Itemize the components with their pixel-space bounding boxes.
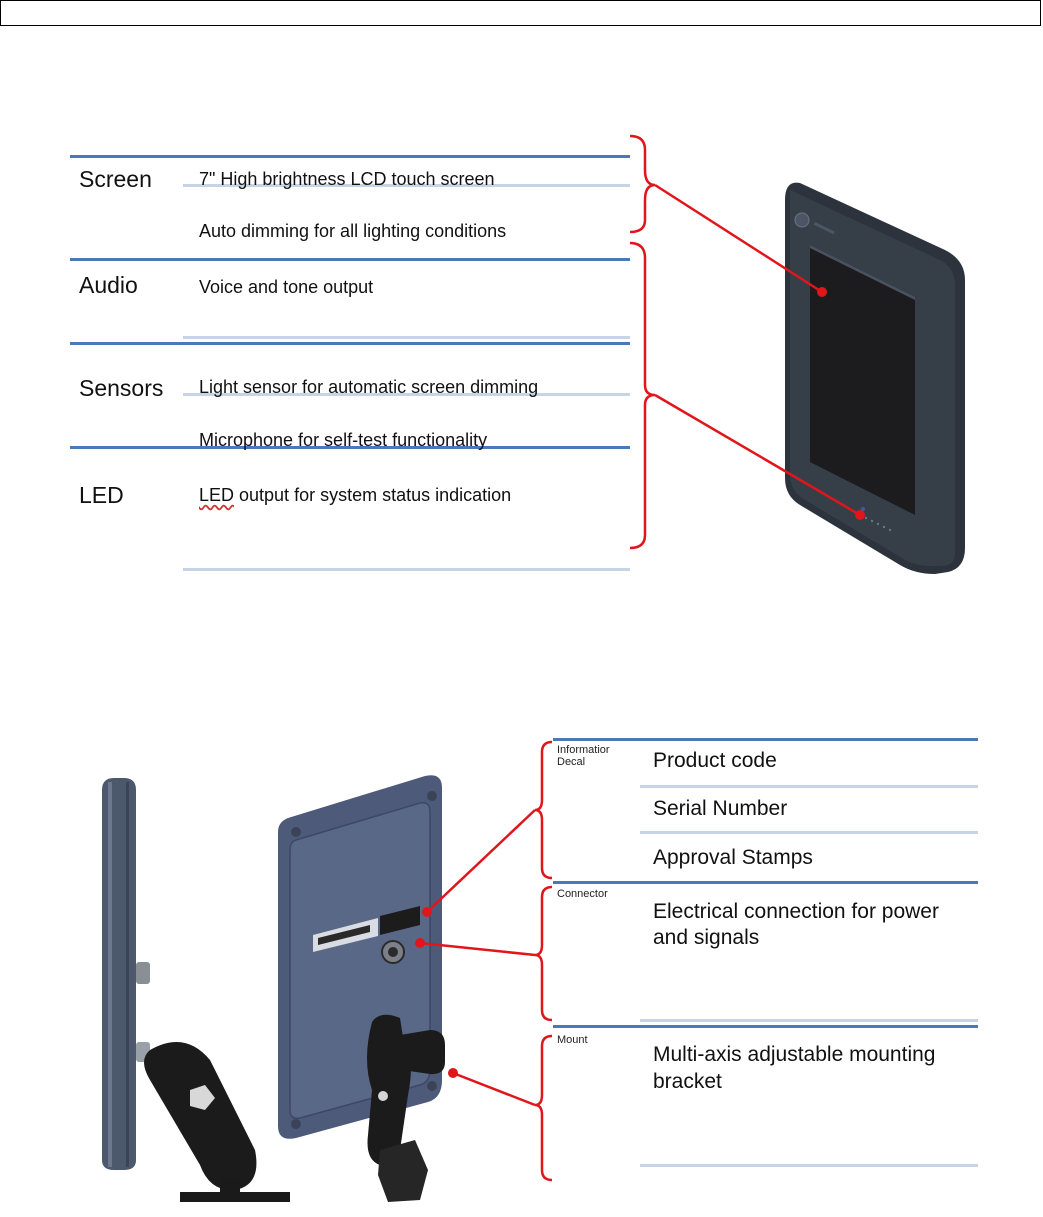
category-screen: Screen — [79, 166, 152, 192]
group-label-line: Connector — [557, 888, 608, 900]
group-label-mount: Mount — [557, 1034, 588, 1046]
row-divider — [70, 155, 630, 158]
row-divider — [553, 881, 978, 884]
feature-text-part: output for system status indication — [234, 485, 512, 505]
group-label-connector: Connector — [557, 888, 608, 900]
row-divider — [70, 446, 630, 449]
row-divider — [70, 258, 630, 261]
header-box — [0, 0, 1041, 26]
feature-text: Electrical connection for power — [653, 900, 939, 923]
feature-divider — [183, 393, 630, 396]
feature-text: bracket — [653, 1070, 722, 1093]
top-callouts — [629, 134, 861, 550]
category-audio: Audio — [79, 272, 138, 298]
callout-dot — [855, 510, 865, 520]
feature-text: Product code — [653, 749, 777, 772]
feature-text: Multi-axis adjustable mounting — [653, 1043, 936, 1066]
feature-text: Auto dimming for all lighting conditions — [199, 221, 507, 241]
feature-divider — [183, 184, 630, 187]
ge-logo — [794, 212, 810, 228]
callout-dot — [422, 907, 432, 917]
callout-dot — [415, 938, 425, 948]
feature-text: Microphone for self-test functionality — [199, 430, 488, 450]
category-led: LED — [79, 482, 124, 508]
row-divider — [70, 342, 630, 345]
category-sensors: Sensors — [79, 375, 164, 401]
feature-text: and signals — [653, 926, 760, 949]
feature-text: Approval Stamps — [653, 846, 813, 869]
feature-divider — [183, 568, 630, 571]
feature-text: Light sensor for automatic screen dimmin… — [199, 377, 539, 397]
feature-divider — [640, 1164, 978, 1167]
callout-dot — [448, 1068, 458, 1078]
feature-divider — [640, 785, 978, 788]
tablet-back-illustration — [278, 775, 445, 1202]
group-label-line: Decal — [557, 756, 586, 768]
feature-divider — [640, 1019, 978, 1022]
tablet-side-illustration — [102, 778, 290, 1202]
tablet-front-illustration — [785, 182, 965, 574]
group-label-line: Mount — [557, 1034, 588, 1046]
feature-text: 7" High brightness LCD touch screen — [199, 169, 495, 189]
callout-dot — [817, 287, 827, 297]
feature-text: Voice and tone output — [199, 277, 374, 297]
feature-text: LED output for system status indication — [199, 485, 511, 506]
bottom-callouts — [419, 740, 553, 1182]
feature-divider — [183, 336, 630, 339]
group-label-line: Informatior — [557, 744, 610, 756]
group-label-decal: Informatior Decal — [557, 744, 610, 768]
row-divider — [553, 738, 978, 741]
feature-text: Serial Number — [653, 797, 788, 820]
row-divider — [553, 1025, 978, 1028]
feature-divider — [640, 831, 978, 834]
feature-text-part: LED — [199, 485, 235, 505]
